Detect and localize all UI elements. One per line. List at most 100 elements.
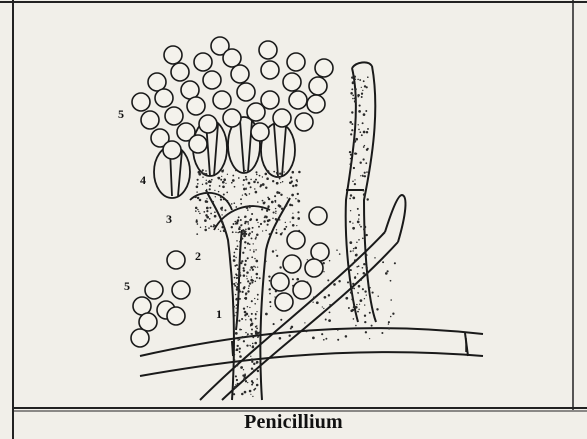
stipple-dot	[209, 185, 211, 187]
stipple-dot	[267, 224, 269, 226]
stipple-dot	[349, 163, 351, 165]
stipple-dot	[248, 170, 250, 172]
stipple-dot	[359, 105, 361, 107]
stipple-dot	[209, 181, 211, 183]
stipple-dot	[251, 256, 253, 258]
stipple-dot	[336, 249, 338, 251]
stipple-dot	[258, 226, 260, 228]
stipple-dot	[206, 201, 208, 203]
stipple-dot	[246, 275, 247, 276]
vertical-hypha	[346, 62, 376, 322]
stipple-dot	[249, 390, 252, 393]
stipple-dot	[366, 294, 367, 295]
stipple-dot	[237, 339, 239, 341]
stipple-dot	[321, 333, 323, 335]
stipple-dot	[296, 179, 298, 181]
stipple-dot	[247, 280, 249, 282]
stipple-dot	[366, 131, 368, 133]
stipple-dot	[247, 242, 249, 244]
stipple-dot	[245, 221, 247, 223]
stipple-dot	[351, 111, 353, 113]
stipple-dot	[289, 335, 291, 337]
conidium	[167, 251, 185, 269]
stipple-dot	[236, 307, 237, 308]
stipple-dot	[214, 211, 216, 213]
stipple-dot	[369, 312, 371, 314]
stipple-dot	[292, 224, 295, 227]
stipple-dot	[249, 374, 251, 376]
stipple-dot	[223, 169, 224, 170]
stipple-dot	[233, 330, 234, 331]
stipple-dot	[206, 210, 208, 212]
stipple-dot	[236, 240, 237, 241]
stipple-dot	[248, 316, 249, 317]
stipple-dot	[253, 181, 256, 184]
stipple-dot	[358, 110, 361, 113]
stipple-dot	[268, 275, 270, 277]
stipple-dot	[265, 260, 267, 262]
stipple-dot	[206, 191, 208, 193]
stipple-dot	[227, 200, 229, 202]
stipple-dot	[350, 269, 352, 271]
stipple-dot	[222, 181, 225, 184]
stipple-dot	[369, 338, 370, 339]
stipple-dot	[236, 379, 238, 381]
stipple-dot	[211, 179, 213, 181]
stipple-dot	[240, 203, 242, 205]
stipple-dot	[239, 241, 241, 243]
stipple-dot	[276, 232, 278, 234]
stipple-dot	[353, 167, 355, 169]
stipple-dot	[196, 186, 199, 189]
stipple-dot	[250, 266, 253, 269]
stipple-dot	[267, 171, 269, 173]
stipple-dot	[231, 203, 233, 205]
stipple-dot	[364, 145, 365, 146]
stipple-dot	[246, 344, 248, 346]
stipple-dot	[387, 270, 389, 272]
stipple-dot	[322, 306, 323, 307]
conidium	[273, 109, 291, 127]
stipple-dot	[297, 199, 298, 200]
stipple-dot	[248, 288, 249, 289]
stipple-dot	[273, 171, 275, 173]
stipple-dot	[249, 345, 250, 346]
stipple-dot	[202, 176, 204, 178]
stipple-dot	[243, 269, 245, 271]
stipple-dot	[235, 384, 237, 386]
stipple-dot	[258, 336, 260, 338]
stipple-dot	[251, 380, 253, 382]
stipple-dot	[265, 186, 267, 188]
stipple-dot	[276, 172, 278, 174]
stipple-dot	[290, 176, 292, 178]
stipple-dot	[349, 241, 352, 244]
stipple-dot	[272, 218, 274, 220]
stipple-dot	[359, 224, 360, 225]
stipple-dot	[252, 336, 254, 338]
stipple-dot	[257, 370, 259, 372]
stipple-dot	[352, 227, 355, 230]
stipple-dot	[353, 140, 356, 143]
stipple-dot	[337, 329, 339, 331]
conidium	[293, 281, 311, 299]
stipple-dot	[252, 280, 254, 282]
stipple-dot	[251, 276, 252, 277]
stipple-dot	[248, 234, 249, 235]
conidium	[141, 111, 159, 129]
stipple-dot	[255, 273, 258, 276]
stipple-dot	[253, 266, 255, 268]
stipple-dot	[357, 273, 359, 275]
stipple-dot	[251, 313, 253, 315]
stipple-dot	[269, 288, 271, 290]
stipple-dot	[371, 325, 373, 327]
stipple-dot	[279, 337, 282, 340]
stipple-dot	[272, 180, 274, 182]
stipple-dot	[237, 294, 239, 296]
stipple-dot	[276, 191, 279, 194]
stipple-dot	[238, 228, 240, 230]
stipple-dot	[235, 299, 237, 301]
stipple-dot	[245, 176, 247, 178]
stipple-dot	[244, 298, 246, 300]
stipple-dot	[349, 198, 351, 200]
stipple-dot	[254, 258, 255, 259]
stipple-dot	[206, 216, 209, 219]
